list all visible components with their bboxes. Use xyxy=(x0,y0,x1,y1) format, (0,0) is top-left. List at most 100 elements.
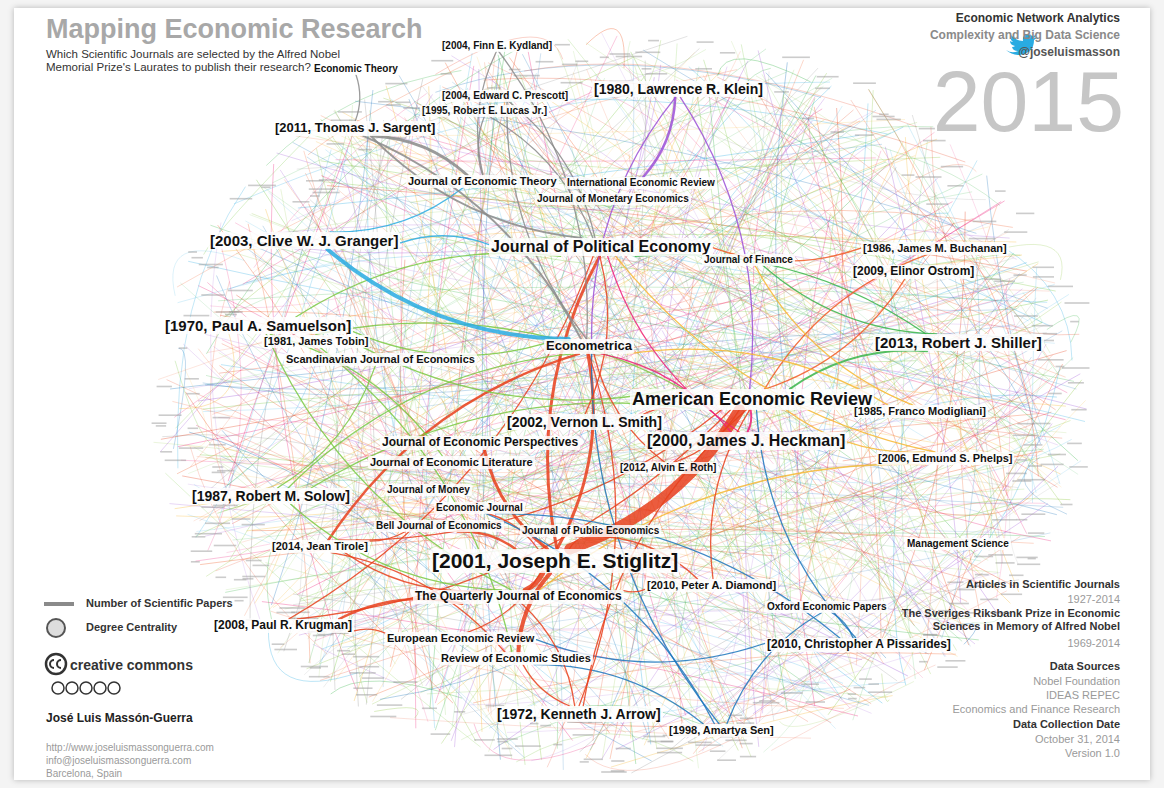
journal-tick xyxy=(1017,564,1040,566)
journal-tick xyxy=(902,174,915,176)
journal-tick xyxy=(941,166,963,168)
journal-tick xyxy=(853,82,876,84)
journal-tick xyxy=(1043,333,1057,335)
citation-link xyxy=(296,253,561,317)
journal-tick xyxy=(157,386,172,388)
journal-tick xyxy=(926,203,948,205)
node-text: [2010, Christopher A Pissarides] xyxy=(767,637,951,651)
journal-tick xyxy=(1024,444,1043,446)
node-text: [1972, Kenneth J. Arrow] xyxy=(497,706,661,722)
background-link xyxy=(662,351,1066,471)
cc-circle xyxy=(46,654,66,674)
journal-label: Review of Economic Studies xyxy=(439,652,593,665)
journal-tick xyxy=(646,73,668,75)
journal-tick xyxy=(1048,393,1061,395)
journal-tick xyxy=(947,185,963,187)
laureate-label: [2008, Paul R. Krugman] xyxy=(212,619,354,633)
journal-tick xyxy=(359,666,379,668)
background-link xyxy=(177,70,737,287)
citation-link xyxy=(592,97,676,339)
journal-tick xyxy=(995,190,1006,192)
background-link xyxy=(225,233,611,515)
journal-tick xyxy=(782,57,810,59)
node-text: [1986, James M. Buchanan] xyxy=(863,242,1007,254)
year-watermark: 2015 xyxy=(933,58,1124,144)
citation-link xyxy=(727,613,822,725)
node-text: Econometrica xyxy=(546,338,632,353)
node-text: Journal of Finance xyxy=(704,254,793,265)
journal-tick xyxy=(309,676,330,678)
journal-label: Econometrica xyxy=(544,339,634,354)
journal-tick xyxy=(431,733,451,735)
background-link xyxy=(885,147,960,603)
journal-tick xyxy=(947,582,963,584)
node-text: Journal of Economic Perspectives xyxy=(382,435,578,449)
laureate-label: [2006, Edmund S. Phelps] xyxy=(876,452,1014,465)
citation-link xyxy=(371,136,582,238)
journal-tick xyxy=(362,677,384,679)
journal-label: Economic Theory xyxy=(312,63,400,75)
journal-tick xyxy=(228,290,253,292)
node-text: [2001, Joseph E. Stiglitz] xyxy=(432,549,678,572)
journal-tick xyxy=(192,536,206,538)
background-link xyxy=(585,732,747,771)
journal-label: Journal of Money xyxy=(385,484,472,496)
node-text: [2000, James J. Heckman] xyxy=(647,432,845,449)
cc-icon xyxy=(80,682,92,694)
background-link xyxy=(776,454,904,696)
journal-tick xyxy=(422,708,437,710)
journal-tick xyxy=(855,134,874,136)
citation-link xyxy=(486,514,715,725)
journal-tick xyxy=(1014,315,1038,317)
laureate-label: [2004, Edward C. Prescott] xyxy=(440,90,570,102)
node-text: [2010, Peter A. Diamond] xyxy=(647,579,776,591)
node-text: Economic Journal xyxy=(436,502,523,513)
journal-tick xyxy=(187,393,200,395)
journal-tick xyxy=(441,73,452,75)
journal-label: International Economic Review xyxy=(565,177,717,189)
citation-link xyxy=(311,403,701,488)
info-text: José Luis Massón-Guerra xyxy=(46,712,193,726)
journal-tick xyxy=(656,748,683,750)
background-link xyxy=(651,282,1024,381)
journal-tick xyxy=(919,661,928,663)
journal-tick xyxy=(877,119,901,121)
background-link xyxy=(293,545,700,605)
journal-tick xyxy=(725,740,746,742)
journal-tick xyxy=(923,634,938,636)
journal-tick xyxy=(246,560,262,562)
laureate-label: [1981, James Tobin] xyxy=(262,335,370,348)
node-text: Oxford Economic Papers xyxy=(767,601,886,612)
journal-tick xyxy=(774,91,789,93)
citation-link xyxy=(557,354,593,549)
journal-tick xyxy=(616,748,631,750)
background-link xyxy=(220,428,556,641)
legend-text: Degree Centrality xyxy=(86,621,177,634)
journal-tick xyxy=(1014,274,1027,276)
journal-tick xyxy=(781,692,803,694)
journal-tick xyxy=(710,750,726,752)
node-text: [1987, Robert M. Solow] xyxy=(192,488,350,504)
journal-tick xyxy=(485,755,513,757)
background-link xyxy=(718,59,811,82)
background-link xyxy=(604,99,763,175)
background-link xyxy=(188,514,835,691)
journal-tick xyxy=(1004,231,1027,233)
journal-tick xyxy=(261,187,270,189)
node-text: [1998, Amartya Sen] xyxy=(669,724,774,736)
journal-tick xyxy=(192,257,203,259)
laureate-label: [2002, Vernon L. Smith] xyxy=(505,414,664,430)
background-link xyxy=(207,193,603,385)
journal-tick xyxy=(580,761,589,763)
journal-tick xyxy=(969,238,996,240)
journal-tick xyxy=(234,579,247,581)
background-link xyxy=(316,122,579,504)
journal-tick xyxy=(1009,575,1023,577)
info-text: Version 1.0 xyxy=(1065,747,1120,760)
journal-tick xyxy=(514,75,540,77)
citation-link xyxy=(373,136,467,175)
info-text: Barcelona, Spain xyxy=(46,768,122,780)
journal-tick xyxy=(1038,359,1064,361)
node-text: Economic Theory xyxy=(314,63,398,74)
